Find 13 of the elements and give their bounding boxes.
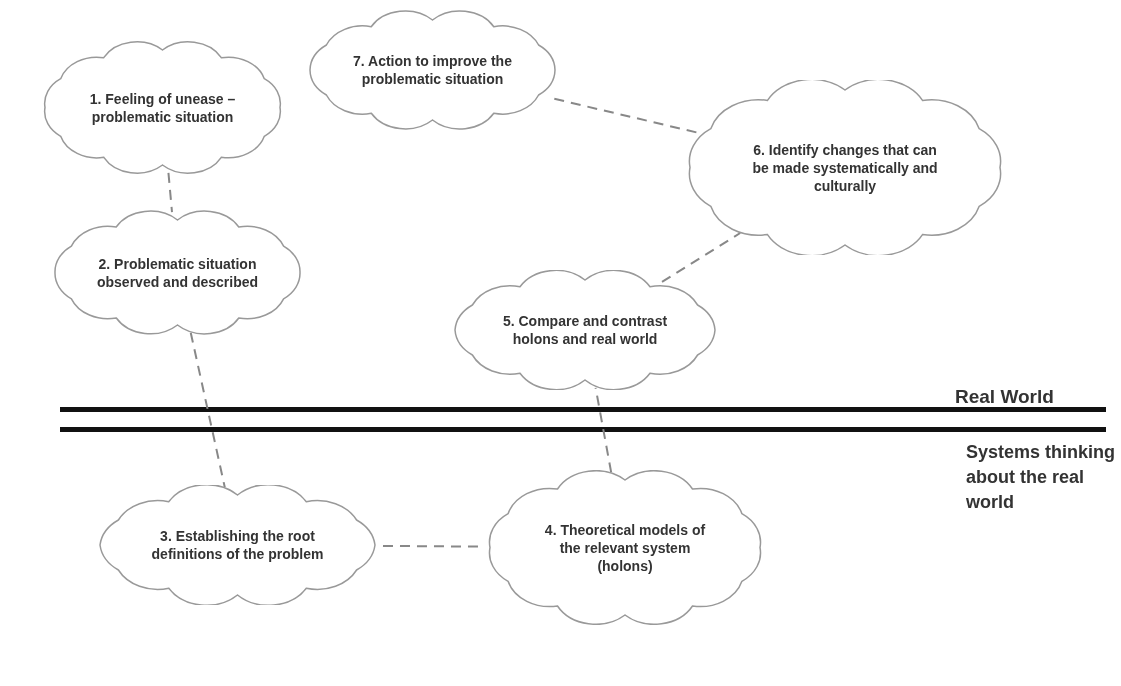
cloud-text: 1. Feeling of unease – problematic situation [88, 89, 237, 126]
bubble-connector [594, 386, 613, 474]
cloud-text: 2. Problematic situation observed and described [95, 254, 260, 291]
bubble-connector [661, 232, 742, 283]
cloud-text: 5. Compare and contrast holons and real world [501, 312, 669, 348]
cloud-text: 7. Action to improve the problematic situation [352, 52, 513, 88]
cloud-text: 4. Theoretical models of the relevant system (holons) [543, 520, 707, 575]
region-label: Real World [955, 385, 1054, 409]
cloud-text: 6. Identify changes that can be made systematically and culturally [751, 140, 939, 195]
region-label: Systems thinking about the real world [966, 441, 1116, 514]
cloud-text: 3. Establishing the root definitions of the problem [150, 527, 325, 563]
bubble-connector [189, 331, 226, 489]
bubble-connector [167, 171, 173, 214]
